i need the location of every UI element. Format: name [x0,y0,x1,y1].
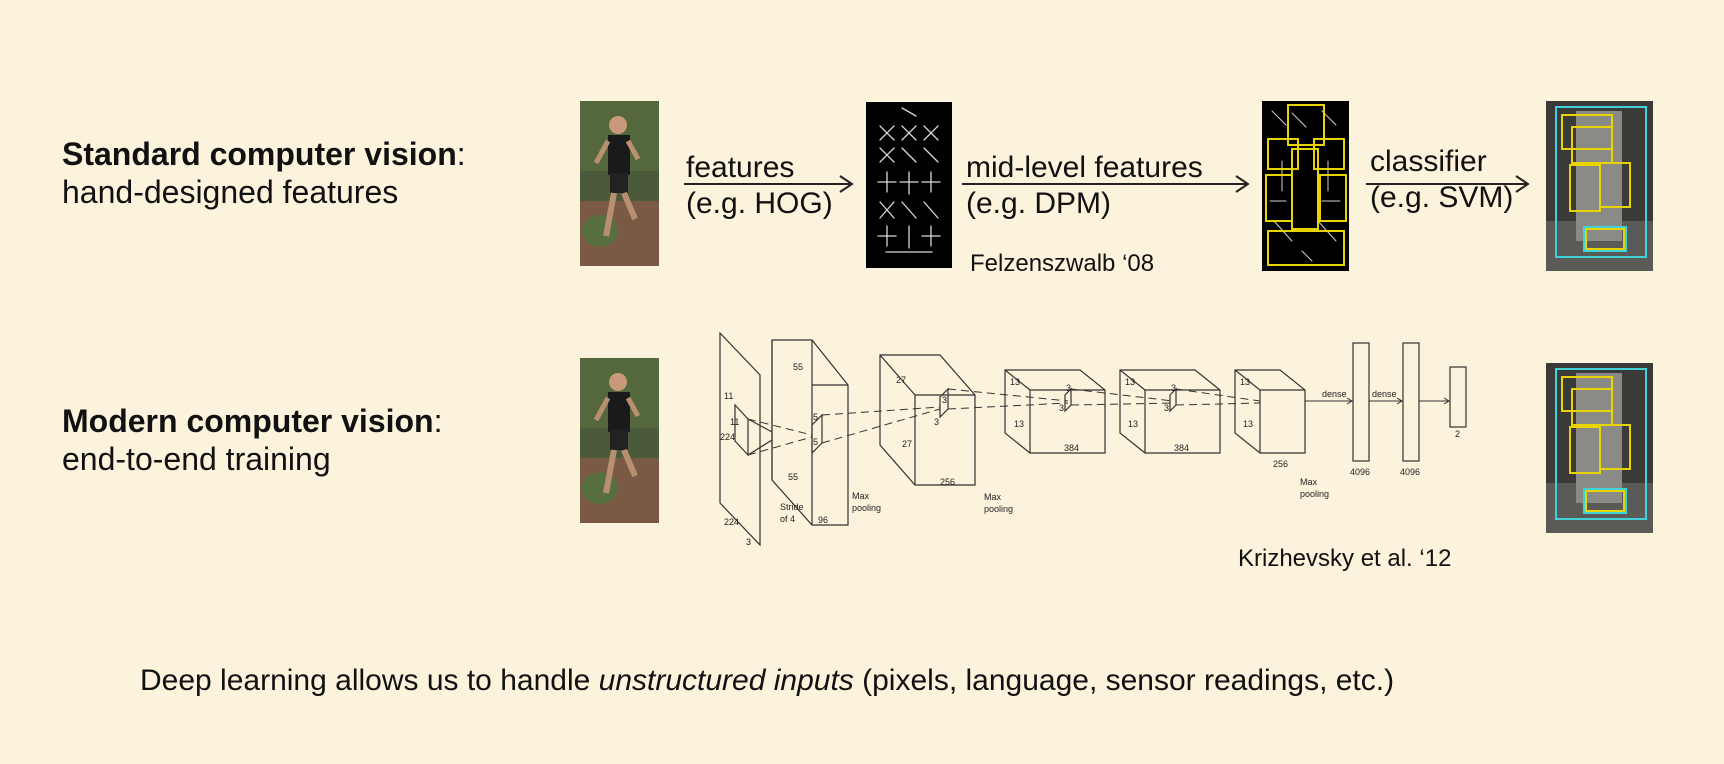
modern-subtitle: end-to-end training [62,441,331,477]
dpm-part-model-image [1262,101,1349,271]
cnn-label-c1-k: 5 [813,412,818,422]
cnn-conv2-volume [879,354,976,486]
runner-photo-illustration [580,101,659,266]
cnn-label-pool1: Max [852,491,870,501]
cnn-label-c3-ch: 384 [1064,443,1079,453]
cnn-label-in-size: 224 [720,432,735,442]
alexnet-cnn-diagram: 11 11 224 224 3 55 55 5 5 96 Stride of 4… [719,331,1467,547]
cnn-label-pool2b: pooling [984,504,1013,514]
step2-label: mid-level features (e.g. DPM) [966,150,1203,222]
step2-arrow [962,175,1250,193]
cnn-conv3-volume [1004,369,1106,454]
input-photo-runner-2 [580,358,659,523]
cnn-label-pool1b: pooling [852,503,881,513]
cnn-label-in-k2: 11 [730,417,739,427]
step1-label: features (e.g. HOG) [686,150,833,222]
footer-pre: Deep learning allows us to handle [140,664,599,697]
runner-photo-illustration-2 [580,358,659,523]
krizhevsky-citation: Krizhevsky et al. ‘12 [1238,545,1452,572]
cnn-input-kernel [734,403,749,457]
cnn-label-c2-k: 3 [942,395,947,405]
cnn-conv4-volume [1119,369,1221,454]
cnn-label-c5-size2: 13 [1243,419,1253,429]
step2-label-line2: (e.g. DPM) [966,187,1112,220]
cnn-label-c5-ch: 256 [1273,459,1288,469]
cnn-output [1449,366,1467,428]
cnn-label-c3-size: 13 [1010,377,1020,387]
step3-label: classifier (e.g. SVM) [1370,144,1513,216]
cnn-label-out: 2 [1455,429,1460,439]
cnn-label-in-k: 11 [724,391,733,401]
cnn-label-fc2: 4096 [1400,467,1420,477]
cnn-label-fc1: 4096 [1350,467,1370,477]
cnn-label-c3-size2: 13 [1014,419,1024,429]
cnn-label-in-ch: 3 [746,537,751,547]
footer-statement: Deep learning allows us to handle unstru… [140,664,1394,698]
hog-glyphs [866,102,952,268]
cnn-conv5-volume [1234,369,1306,454]
standard-subtitle: hand-designed features [62,174,399,210]
cnn-label-c1-k2: 5 [813,437,818,447]
cnn-label-c2-size2: 27 [902,439,912,449]
cnn-label-c4-size: 13 [1125,377,1135,387]
footer-post: (pixels, language, sensor readings, etc.… [853,664,1395,697]
standard-title-colon: : [456,136,466,172]
standard-title-bold: Standard computer vision [62,136,457,172]
felzenszwalb-citation: Felzenszwalb ‘08 [970,250,1155,277]
step1-label-line2: (e.g. HOG) [686,187,833,220]
cnn-label-c4-size2: 13 [1128,419,1138,429]
cnn-label-pool3b: pooling [1300,489,1329,499]
cnn-label-c1-size2: 55 [788,472,798,482]
cnn-label-c1-ch: 96 [818,515,828,525]
cnn-label-c1-size: 55 [793,362,803,372]
modern-title-bold: Modern computer vision [62,403,434,439]
cnn-label-dense1: dense [1322,389,1347,399]
step3-label-line2: (e.g. SVM) [1370,181,1514,214]
detection-boxes-1 [1546,101,1653,271]
output-detection-image-2 [1546,363,1653,533]
cnn-label-c4-k: 3 [1171,383,1176,393]
step3-label-line1: classifier [1370,145,1487,178]
step2-label-line1: mid-level features [966,151,1203,184]
modern-title-colon: : [433,403,443,439]
cnn-label-stride: Stride [780,502,804,512]
cnn-conv1-volume [771,339,849,526]
cnn-input-volume [719,331,761,547]
cnn-label-stride2: of 4 [780,514,795,524]
step3-arrow [1366,175,1530,193]
cnn-label-c5-size: 13 [1240,377,1250,387]
cnn-label-pool3: Max [1300,477,1318,487]
detection-boxes-2 [1546,363,1653,533]
cnn-label-dense2: dense [1372,389,1397,399]
cnn-label-pool2: Max [984,492,1002,502]
standard-title: Standard computer vision: hand-designed … [62,135,466,211]
output-detection-image-1 [1546,101,1653,271]
cnn-fc1 [1352,342,1370,462]
hog-feature-image [866,102,952,268]
cnn-label-c2-ch: 256 [940,477,955,487]
cnn-label-c3-k: 3 [1066,383,1071,393]
cnn-label-c4-k2: 3 [1164,403,1169,413]
modern-title: Modern computer vision: end-to-end train… [62,402,442,478]
cnn-label-c2-size: 27 [896,375,906,385]
step1-label-line1: features [686,151,795,184]
cnn-label-c3-k2: 3 [1059,403,1064,413]
input-photo-runner-1 [580,101,659,266]
cnn-label-c4-ch: 384 [1174,443,1189,453]
dpm-boxes [1262,101,1349,271]
cnn-fc2 [1402,342,1420,462]
step1-arrow [684,175,854,193]
cnn-label-in-size2: 224 [724,517,739,527]
footer-emphasis: unstructured inputs [598,664,854,697]
cnn-label-c2-k2: 3 [934,417,939,427]
